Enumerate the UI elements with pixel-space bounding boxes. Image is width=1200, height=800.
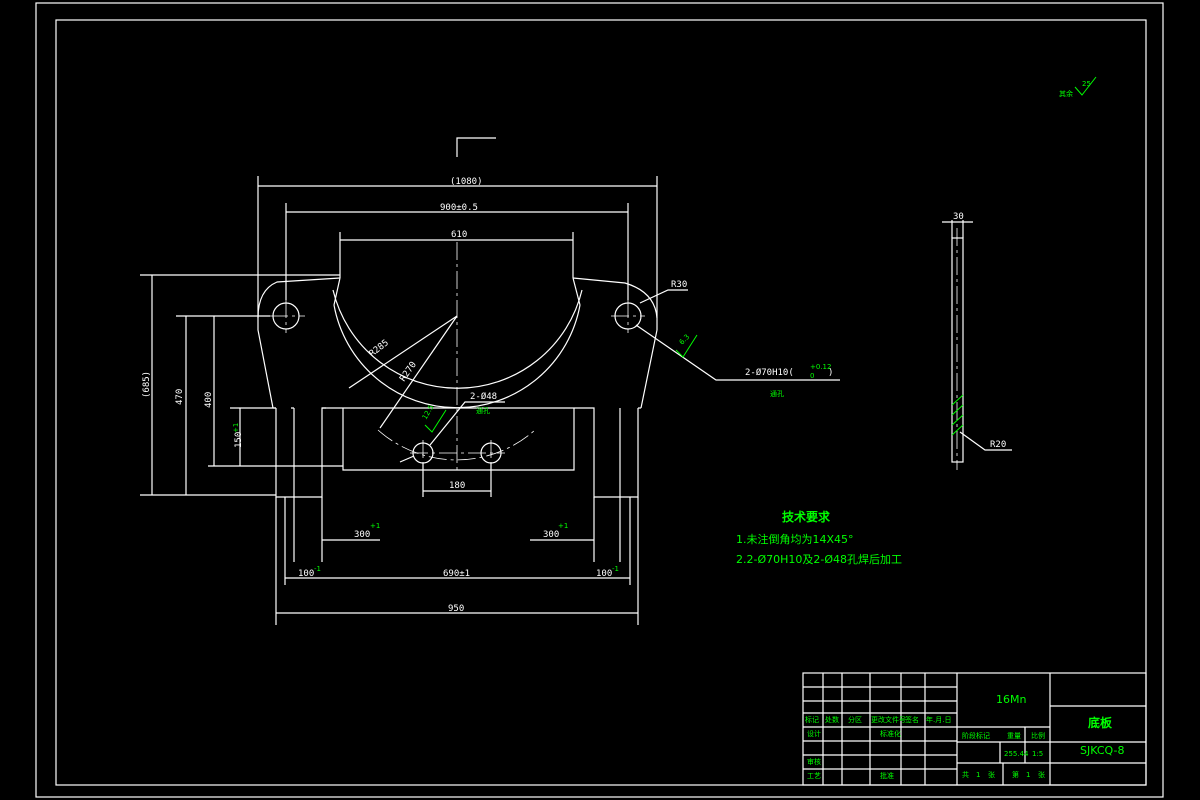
big-hole-leader	[635, 324, 840, 381]
tb-signature: 签名	[905, 715, 919, 724]
surface-finish-value: 25	[1082, 80, 1091, 88]
right-leg-outer	[574, 407, 639, 498]
r30-leader	[639, 289, 688, 304]
tb-sheet-label: 第	[1012, 770, 1019, 779]
leg-extensions	[275, 497, 639, 625]
weld-hatch	[951, 394, 964, 436]
dim-1080: (1080)	[450, 177, 483, 187]
tb-zone: 分区	[848, 715, 862, 724]
dim-100-left-tol: -1	[314, 565, 321, 573]
tb-change-doc: 更改文件号	[871, 715, 906, 724]
tech-req-title: 技术要求	[782, 509, 831, 524]
outer-frame	[35, 2, 1164, 798]
tb-total-label: 共	[962, 770, 969, 779]
small-hole-note: 通孔	[476, 406, 490, 415]
tb-drawing-no: SJKCQ-8	[1080, 744, 1124, 757]
tb-material: 16Mn	[996, 693, 1026, 706]
tb-total-value: 1	[976, 771, 980, 779]
dim-300-left-tol: +1	[370, 522, 380, 530]
small-hole-leader	[429, 401, 505, 446]
small-hole-leader-2	[399, 455, 415, 463]
big-hole-tol-low: 0	[810, 372, 814, 380]
dim-300-right: 300	[543, 530, 559, 540]
tb-total-unit: 张	[988, 770, 995, 779]
dim-r30: R30	[671, 280, 687, 290]
tech-req-item-1: 1.未注倒角均为14X45°	[736, 532, 854, 546]
roughness-symbol-hole	[424, 409, 447, 433]
tb-approve: 批准	[880, 771, 894, 780]
dim-150: 150	[234, 432, 244, 448]
roughness-ear-value: 6.3	[678, 333, 692, 347]
tb-review: 审核	[807, 757, 821, 766]
tb-weight: 重量	[1007, 732, 1021, 740]
r285-leader	[348, 315, 458, 389]
outer-arc	[332, 289, 583, 389]
section-marker	[456, 137, 496, 157]
big-hole-note: 通孔	[770, 389, 784, 398]
dim-400: 400	[204, 392, 214, 408]
tb-design: 设计	[807, 729, 821, 738]
dim-610: 610	[451, 230, 467, 240]
dim-r20: R20	[990, 440, 1006, 450]
dim-180: 180	[449, 481, 465, 491]
title-block	[802, 672, 1147, 786]
tb-count: 处数	[825, 715, 839, 724]
left-ear-outline	[257, 277, 341, 409]
dim-685: (685)	[142, 371, 152, 398]
tb-process: 工艺	[807, 772, 821, 780]
dim-r270: R270	[398, 360, 419, 384]
dim-100-right: 100	[596, 569, 612, 579]
left-ear-edge	[333, 277, 341, 306]
dim-470: 470	[175, 389, 185, 405]
side-view	[942, 220, 1012, 470]
drawing-border	[55, 19, 1147, 786]
big-hole-close: )	[828, 368, 833, 378]
dimension-lines	[140, 176, 658, 614]
dim-900: 900±0.5	[440, 203, 478, 213]
dim-150-tol: +1	[232, 423, 240, 433]
dim-950: 950	[448, 604, 464, 614]
dim-thickness: 30	[953, 212, 964, 222]
surface-finish-label: 其余	[1059, 89, 1073, 98]
dim-690: 690±1	[443, 569, 470, 579]
tb-date: 年.月.日	[926, 715, 951, 724]
surface-finish-symbol	[1074, 76, 1097, 96]
r270-leader	[379, 315, 458, 429]
big-hole-tol-up: +0.12	[810, 363, 831, 371]
dim-100-left: 100	[298, 569, 314, 579]
tb-sheet-unit: 张	[1038, 770, 1045, 779]
tech-req-item-2: 2.2-Ø70H10及2-Ø48孔焊后加工	[736, 552, 902, 566]
dim-r285: R285	[368, 338, 391, 359]
small-hole-callout: 2-Ø48	[470, 391, 497, 402]
tb-weight-value: 255.44	[1004, 750, 1029, 758]
lower-body	[342, 408, 575, 471]
dim-300-right-tol: +1	[558, 522, 568, 530]
dim-300-left: 300	[354, 530, 370, 540]
tb-sheet-value: 1	[1026, 771, 1030, 779]
big-hole-callout: 2-Ø70H10(	[745, 367, 794, 378]
tb-scale-value: 1:5	[1032, 750, 1043, 758]
dim-100-right-tol: -1	[612, 565, 619, 573]
center-lines	[270, 242, 645, 470]
tb-stage-mark: 阶段标记	[962, 731, 990, 740]
right-ear-outline	[572, 277, 658, 409]
tb-standardize: 标准化	[880, 729, 901, 738]
roughness-symbol-ear	[675, 334, 698, 358]
tb-part-name: 底板	[1088, 715, 1113, 730]
left-leg-outer	[275, 407, 343, 498]
tb-mark: 标记	[805, 715, 819, 724]
tb-scale: 比例	[1031, 731, 1045, 740]
